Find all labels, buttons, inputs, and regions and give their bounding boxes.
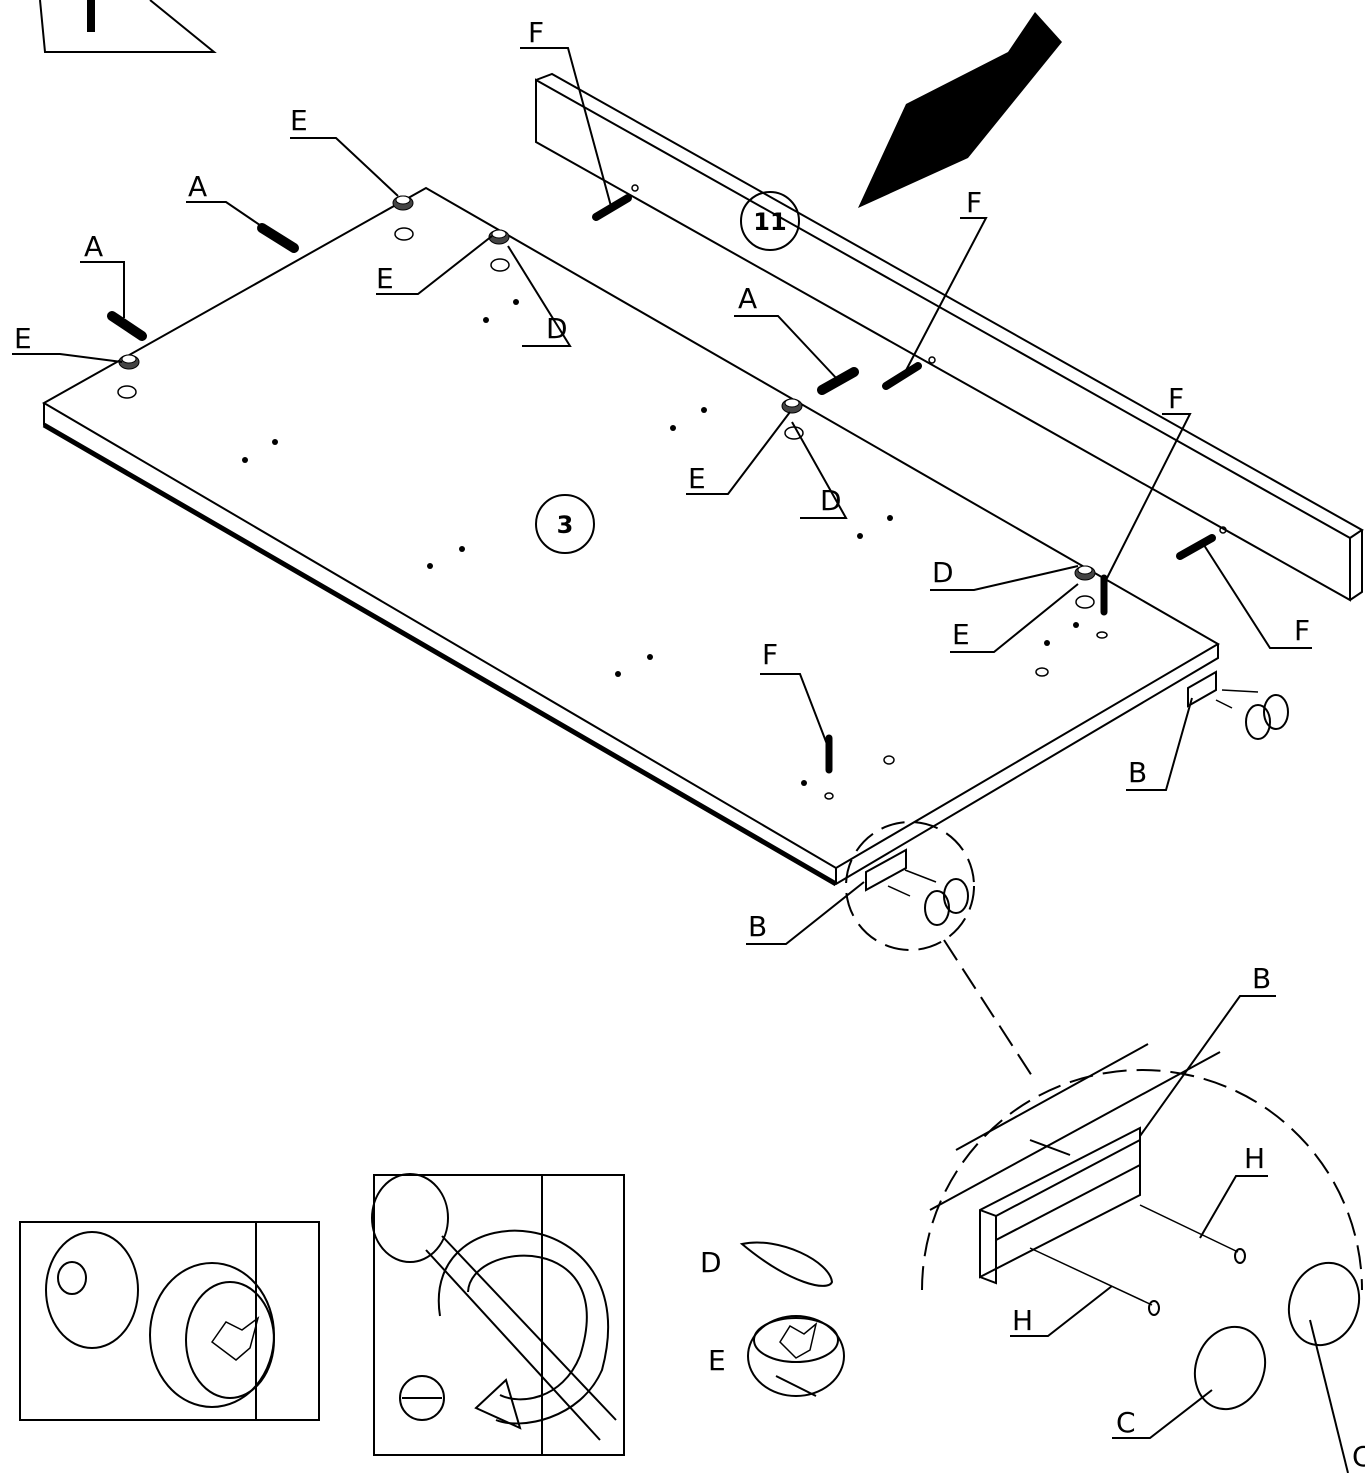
part-number-3: 3 [557, 511, 574, 539]
label-f1: F [528, 16, 544, 49]
label-h1: H [1244, 1142, 1265, 1175]
label-e1: E [290, 104, 308, 137]
label-b1: B [1128, 756, 1147, 789]
leader-lines [12, 47, 1349, 1473]
label-a2: A [84, 230, 103, 263]
zoom-detail-circle [921, 1069, 1363, 1291]
label-b3: B [1252, 962, 1271, 995]
part-number-circle-11 [740, 191, 800, 251]
label-d3: D [932, 556, 954, 589]
label-d1: D [546, 312, 568, 345]
zoom-source-circle [845, 821, 975, 951]
inset-rotation [371, 1173, 625, 1456]
legend-label-e: E [708, 1344, 726, 1377]
top-left-inset [39, 0, 217, 53]
label-e2: E [14, 322, 32, 355]
label-a3: A [738, 282, 757, 315]
panel-part-3 [41, 186, 1220, 887]
label-f5: F [762, 638, 778, 671]
label-f2: F [966, 186, 982, 219]
inset-cam-lock [19, 1221, 320, 1421]
zoom-connector [943, 939, 1033, 1077]
callout-labels: F E A A E E D F A F F E D D E F B B B H … [14, 16, 1365, 1473]
label-e4: E [688, 462, 706, 495]
brackets-b [865, 670, 1289, 926]
label-a1: A [188, 170, 207, 203]
label-c2: C [1352, 1440, 1365, 1473]
label-c1: C [1116, 1406, 1136, 1439]
part-number-11: 11 [753, 208, 786, 236]
label-h2: H [1012, 1304, 1033, 1337]
part-number-circle-3 [535, 494, 595, 554]
legend-parts [739, 1241, 845, 1397]
label-d2: D [820, 484, 842, 517]
direction-arrow [858, 12, 1062, 208]
rail-part-11 [535, 72, 1364, 602]
label-f3: F [1168, 382, 1184, 415]
panel-holes [242, 299, 1079, 786]
label-b2: B [748, 910, 767, 943]
label-e3: E [376, 262, 394, 295]
label-e5: E [952, 618, 970, 651]
legend-label-d: D [700, 1246, 722, 1279]
cam-lock-e-markers [118, 195, 1096, 581]
zoom-detail [929, 1043, 1361, 1411]
label-f4: F [1294, 614, 1310, 647]
